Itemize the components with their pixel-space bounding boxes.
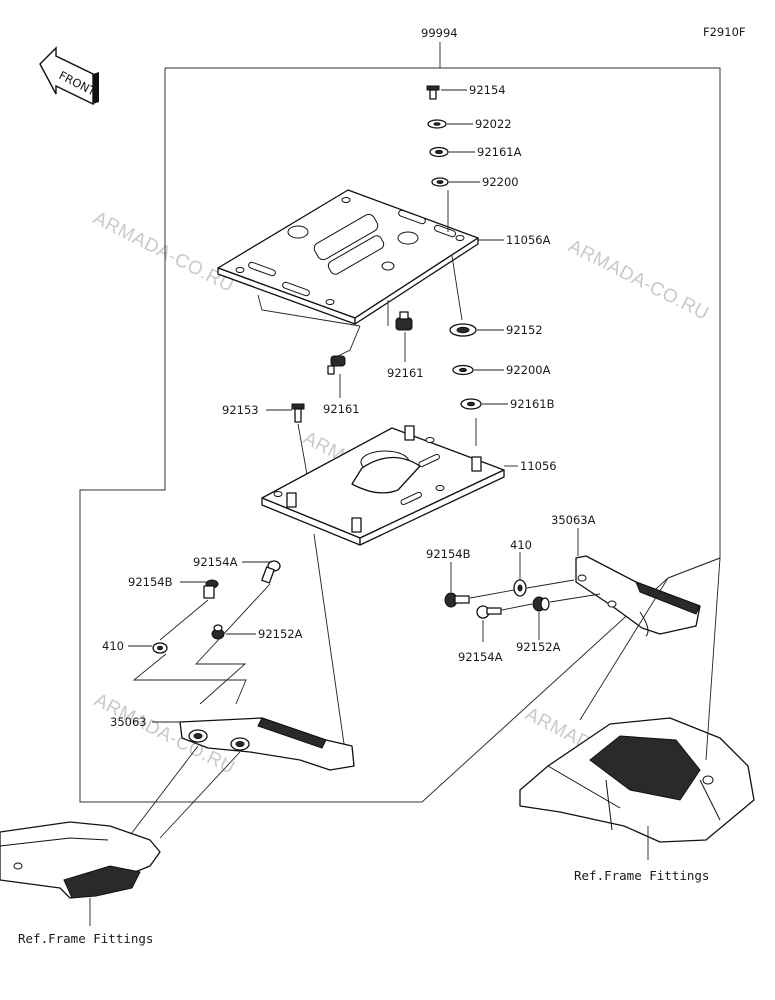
part-label-92161B: 92161B — [510, 397, 555, 411]
screw-92153-icon — [291, 403, 305, 423]
ref-label-left: Ref.Frame Fittings — [18, 931, 153, 946]
watermark-1: ARMADA-CO.RU — [90, 208, 238, 297]
part-label-92200A: 92200A — [506, 363, 551, 377]
front-arrow-icon: FRONT — [39, 46, 99, 106]
part-label-92161A: 92161A — [477, 145, 522, 159]
part-label-35063A: 35063A — [551, 513, 596, 527]
bolt-92154b-left-icon — [203, 579, 219, 599]
figure-code: F2910F — [703, 25, 746, 39]
part-label-92154A-right: 92154A — [458, 650, 503, 664]
bolt-92154-icon — [426, 85, 440, 100]
left-frame-fitting — [0, 821, 161, 899]
collar-92152a-left-icon — [211, 624, 225, 640]
part-label-92022: 92022 — [475, 117, 512, 131]
bolt-92154b-right-icon — [444, 592, 470, 608]
part-label-92154: 92154 — [469, 83, 506, 97]
part-label-92161-left: 92161 — [323, 402, 360, 416]
part-label-92152A-right: 92152A — [516, 640, 561, 654]
left-bracket-35063 — [179, 717, 355, 771]
part-label-410-left: 410 — [102, 639, 124, 653]
part-label-92154B-left: 92154B — [128, 575, 173, 589]
part-label-92152A-left: 92152A — [258, 627, 303, 641]
assembly-frame-left — [79, 68, 669, 803]
right-bracket-35063a — [575, 555, 701, 637]
watermark-2: ARMADA-CO.RU — [565, 236, 713, 325]
bolt-92154a-right-icon — [476, 605, 502, 619]
assembly-frame — [165, 67, 721, 558]
grommet-92152-icon — [449, 323, 477, 337]
part-label-11056A: 11056A — [506, 233, 551, 247]
ref-label-right: Ref.Frame Fittings — [574, 868, 709, 883]
lower-carrier-plate — [261, 425, 505, 546]
upper-carrier-plate — [217, 189, 479, 325]
part-label-92154B-right: 92154B — [426, 547, 471, 561]
assembly-number-label: 99994 — [421, 26, 458, 40]
part-label-92152: 92152 — [506, 323, 543, 337]
part-label-92153: 92153 — [222, 403, 259, 417]
bolt-92154a-left-icon — [261, 560, 281, 584]
part-label-92200: 92200 — [482, 175, 519, 189]
part-label-92154A-left: 92154A — [193, 555, 238, 569]
part-label-410-right: 410 — [510, 538, 532, 552]
right-frame-fitting — [519, 717, 755, 843]
part-label-92161-mid: 92161 — [387, 366, 424, 380]
damper-92161-icon — [395, 311, 413, 331]
part-label-35063: 35063 — [110, 715, 147, 729]
damper-92161-left-icon — [327, 355, 346, 375]
part-label-11056: 11056 — [520, 459, 557, 473]
collar-92152a-right-icon — [532, 596, 550, 612]
